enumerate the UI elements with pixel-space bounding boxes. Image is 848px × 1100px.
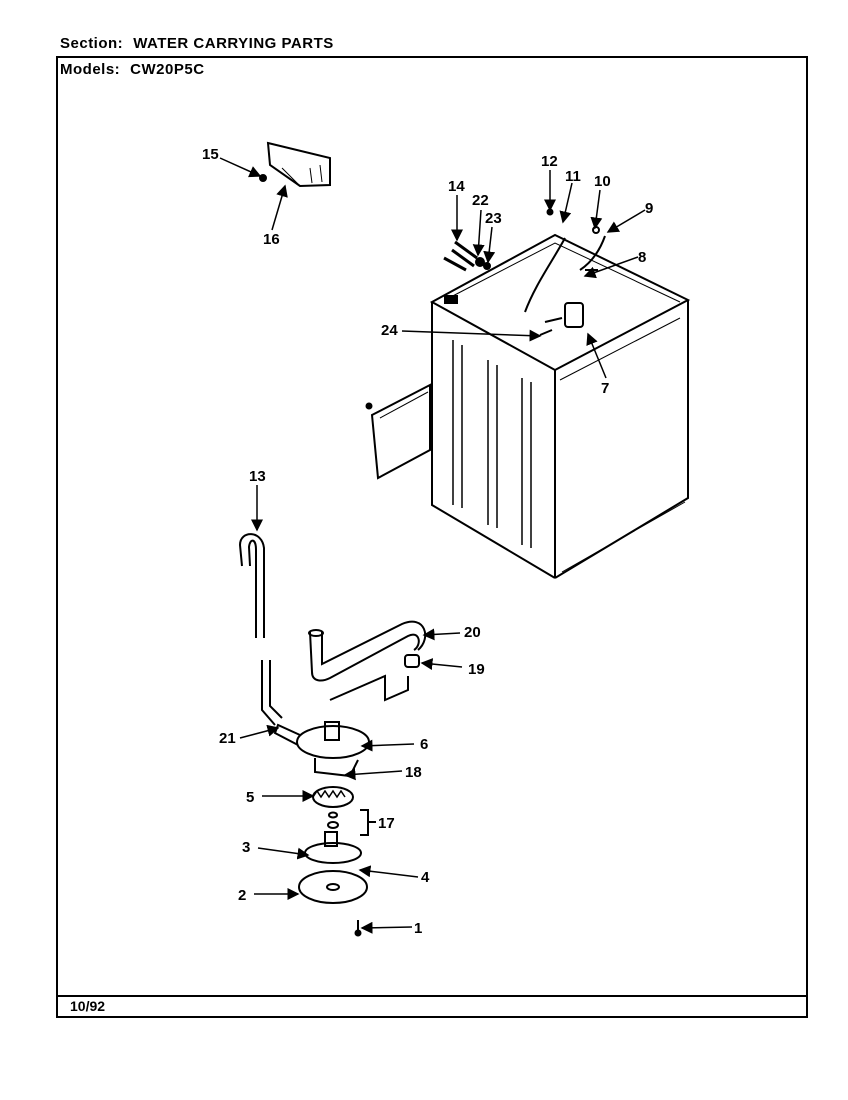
hose-13-drawing xyxy=(238,533,283,726)
callout-14: 14 xyxy=(448,178,465,195)
callout-8: 8 xyxy=(638,249,646,266)
bracket-drawing xyxy=(259,141,331,188)
callout-12: 12 xyxy=(541,153,558,170)
callout-3: 3 xyxy=(242,839,250,856)
footer-date: 10/92 xyxy=(70,998,106,1014)
section-label: Section: xyxy=(60,35,124,52)
callout-6: 6 xyxy=(420,736,428,753)
callout-19: 19 xyxy=(468,661,485,678)
models-value: CW20P5C xyxy=(130,61,205,78)
callout-labels: 1 2 3 4 5 6 7 8 9 10 11 12 13 14 15 16 1… xyxy=(202,146,653,937)
callout-24: 24 xyxy=(381,322,398,339)
callout-1: 1 xyxy=(414,920,422,937)
section-value: WATER CARRYING PARTS xyxy=(133,35,334,52)
callout-7: 7 xyxy=(601,380,609,397)
callout-23: 23 xyxy=(485,210,502,227)
callout-17: 17 xyxy=(378,815,395,832)
callout-10: 10 xyxy=(594,173,611,190)
callout-5: 5 xyxy=(246,789,254,806)
callout-22: 22 xyxy=(472,192,489,209)
callout-11: 11 xyxy=(565,168,581,185)
section-header: Section: WATER CARRYING PARTS xyxy=(60,35,334,52)
diagram-frame xyxy=(56,56,808,1018)
callout-16: 16 xyxy=(263,231,280,248)
callout-13: 13 xyxy=(249,468,266,485)
callout-leaders xyxy=(219,157,646,934)
callout-18: 18 xyxy=(405,764,422,781)
access-panel-drawing xyxy=(365,383,431,480)
callout-15: 15 xyxy=(202,146,219,163)
callout-21: 21 xyxy=(219,730,236,747)
footer-divider xyxy=(58,995,806,997)
pump-assembly-drawing xyxy=(273,721,376,937)
water-valve-drawing xyxy=(443,208,606,336)
models-label: Models: xyxy=(60,61,121,78)
callout-20: 20 xyxy=(464,624,481,641)
models-header: Models: CW20P5C xyxy=(60,61,205,78)
hose-20-drawing xyxy=(308,620,427,702)
callout-4: 4 xyxy=(421,869,430,886)
cabinet-drawing xyxy=(429,233,691,579)
callout-9: 9 xyxy=(645,200,653,217)
callout-2: 2 xyxy=(238,887,246,904)
